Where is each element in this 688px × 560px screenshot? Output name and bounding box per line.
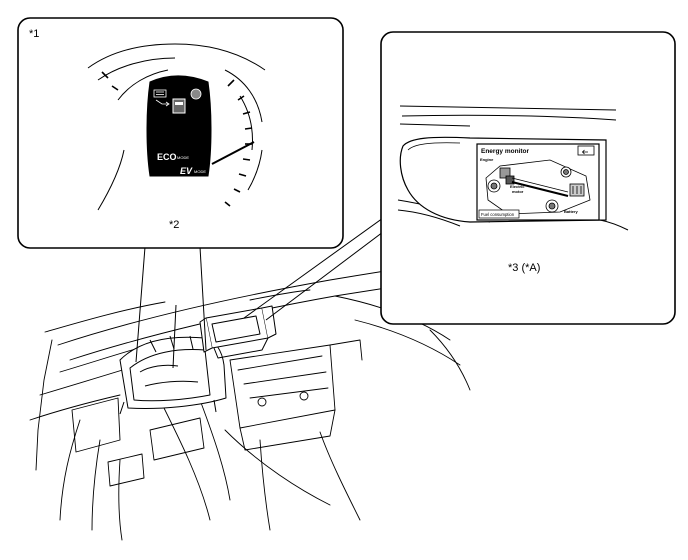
car-schematic — [485, 159, 591, 215]
fuel-consumption-button[interactable] — [478, 209, 520, 219]
cluster-zoom-panel: ECO MODE EV MODE *1 *2 — [17, 17, 344, 249]
cluster-center-display — [146, 75, 212, 177]
back-arrow-icon — [581, 149, 588, 155]
ev-label: EV — [180, 166, 193, 176]
electric-label: Electric — [510, 184, 525, 189]
ev-mode-label: MODE — [194, 169, 206, 174]
engine-label: Engine — [480, 157, 494, 162]
eco-label: ECO — [157, 152, 177, 162]
motor-label: motor — [512, 189, 524, 194]
battery-label: Battery — [564, 209, 579, 214]
gauge-needle — [211, 141, 255, 165]
eco-mode-label: MODE — [177, 155, 189, 160]
ev-indicator-icon — [172, 98, 186, 114]
screen-zoom-panel: Energy monitor Engine Electric motor Bat… — [380, 31, 676, 325]
gear-icon — [190, 88, 202, 100]
screen-title: Energy monitor — [481, 148, 530, 155]
meter-icon — [153, 89, 167, 98]
callout-3: *3 (*A) — [508, 262, 540, 274]
arrow-icon — [155, 99, 168, 105]
fuel-consumption-label: Fuel consumption — [481, 212, 515, 217]
instrument-cluster-housing — [119, 335, 227, 415]
callout-2: *2 — [169, 219, 179, 231]
center-display-unit — [199, 305, 277, 359]
callout-1: *1 — [29, 28, 39, 40]
dashboard-illustration — [29, 237, 656, 541]
back-button[interactable] — [577, 145, 595, 156]
